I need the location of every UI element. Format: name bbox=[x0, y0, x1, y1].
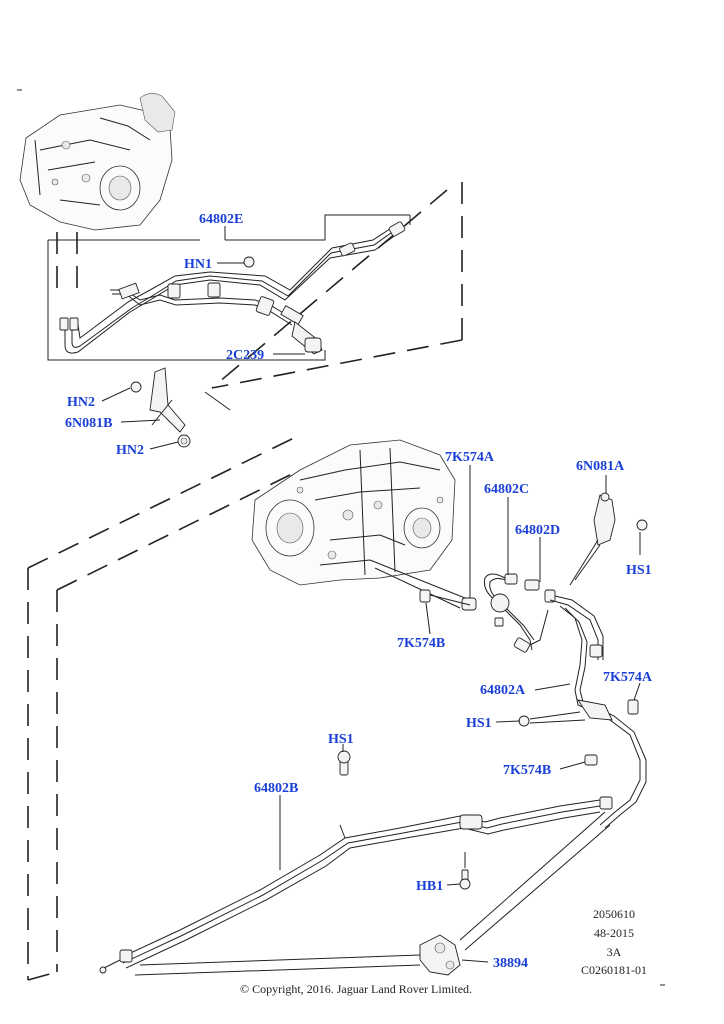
registration-marks bbox=[17, 89, 665, 986]
reference-block: 2050610 48-2015 3A C0260181-01 bbox=[581, 907, 647, 977]
label-7K574A-top: 7K574A bbox=[445, 450, 495, 465]
label-6N081A: 6N081A bbox=[576, 459, 625, 474]
callout-labels: 64802E HN1 2C239 HN2 6N081B HN2 7K574A 6… bbox=[65, 212, 653, 971]
fasteners bbox=[337, 715, 530, 890]
leader-lines bbox=[101, 262, 641, 976]
label-HS1-low: HS1 bbox=[328, 732, 354, 747]
label-HN1: HN1 bbox=[184, 257, 212, 272]
front-differential bbox=[19, 93, 176, 231]
label-64802A: 64802A bbox=[480, 683, 526, 698]
label-HN2-lower: HN2 bbox=[116, 443, 144, 458]
label-64802C: 64802C bbox=[484, 482, 529, 497]
label-64802E: 64802E bbox=[199, 212, 243, 227]
clip-38894 bbox=[419, 934, 461, 976]
ref-line-4: C0260181-01 bbox=[581, 963, 647, 977]
label-6N081B: 6N081B bbox=[65, 416, 112, 431]
upper-dashed-frame bbox=[56, 182, 463, 411]
label-7K574B-mid: 7K574B bbox=[397, 636, 445, 651]
rear-differential bbox=[251, 439, 471, 609]
label-HN2-upper: HN2 bbox=[67, 395, 95, 410]
label-HB1: HB1 bbox=[416, 879, 443, 894]
ref-line-3: 3A bbox=[607, 945, 622, 959]
label-7K574B-low: 7K574B bbox=[503, 763, 551, 778]
leader-64802E bbox=[47, 214, 411, 361]
label-38894: 38894 bbox=[493, 956, 528, 971]
label-64802D: 64802D bbox=[515, 523, 560, 538]
lower-dashed-frame bbox=[27, 434, 301, 981]
label-2C239: 2C239 bbox=[226, 348, 264, 363]
ref-line-2: 48-2015 bbox=[594, 926, 634, 940]
label-7K574A-right: 7K574A bbox=[603, 670, 653, 685]
bracket-6N081B bbox=[130, 367, 191, 448]
ref-line-1: 2050610 bbox=[593, 907, 635, 921]
label-HS1-mid: HS1 bbox=[466, 716, 492, 731]
rear-breather-pipes bbox=[419, 492, 648, 829]
copyright-notice: © Copyright, 2016. Jaguar Land Rover Lim… bbox=[240, 982, 472, 996]
long-pipe-64802B bbox=[99, 799, 601, 974]
label-64802B: 64802B bbox=[254, 781, 298, 796]
label-HS1-right: HS1 bbox=[626, 563, 652, 578]
front-breather-pipes bbox=[59, 221, 406, 355]
